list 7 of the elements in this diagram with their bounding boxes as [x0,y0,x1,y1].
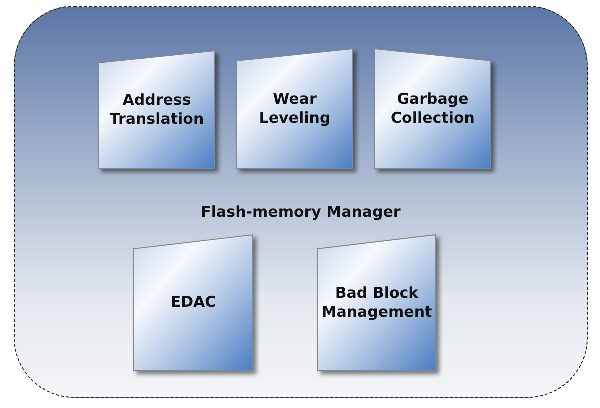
panel-title: Flash-memory Manager [200,203,402,221]
card-label: Garbage Collection [390,90,476,128]
card-label: Bad Block Management [320,284,434,322]
card-label: Wear Leveling [258,90,332,128]
manager-panel [14,6,588,398]
card-label: Address Translation [108,90,206,130]
card-label: EDAC [170,293,218,313]
